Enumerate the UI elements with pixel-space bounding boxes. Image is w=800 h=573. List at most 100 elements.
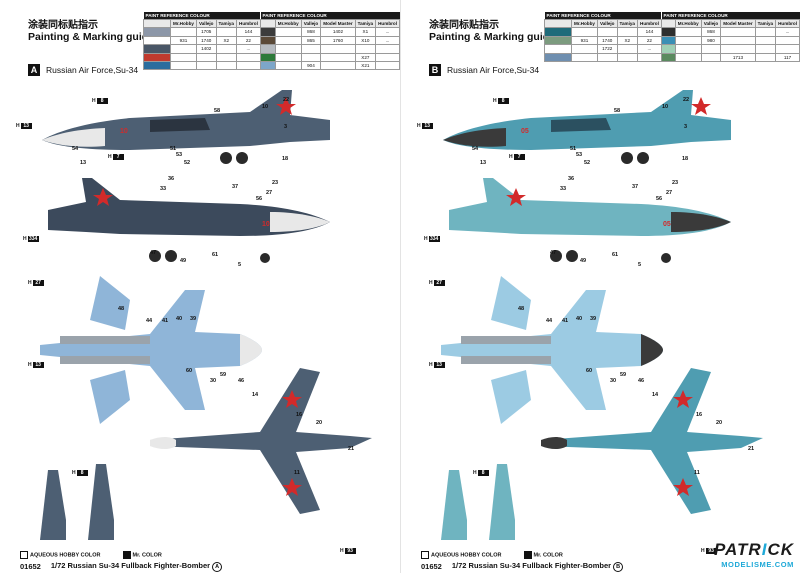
- paint-reference-table: PAINT REFERENCE COLOUR Mr.Hobby Vallejo …: [143, 12, 261, 71]
- underside-view: [441, 276, 663, 424]
- color-swatch: [662, 45, 675, 53]
- page-title-en: Painting & Marking guide: [28, 31, 155, 43]
- part-number: 5: [238, 262, 242, 268]
- variant-letter: B: [429, 64, 441, 76]
- part-number: 47: [150, 250, 157, 256]
- paint-table-title: PAINT REFERENCE COLOUR: [661, 12, 800, 20]
- part-number: 40: [576, 316, 583, 322]
- table-row: 980: [661, 35, 800, 46]
- guide-page-a: 涂装同标贴指示 Painting & Marking guide PAINT R…: [16, 12, 400, 572]
- part-number: 49: [180, 258, 187, 264]
- kit-code: 01652: [20, 562, 41, 571]
- table-row: X27: [260, 52, 400, 63]
- col-header: Vallejo: [195, 18, 217, 29]
- color-swatch: [545, 28, 571, 36]
- kit-title: 1/72 Russian Su-34 Fullback Fighter-Bomb…: [51, 561, 223, 572]
- side-profile-upper: 10: [42, 90, 330, 164]
- part-number: 54: [472, 146, 479, 152]
- part-number: 51: [170, 146, 177, 152]
- part-number: 20: [716, 420, 723, 426]
- part-number: 52: [584, 160, 591, 166]
- color-swatch: [261, 28, 275, 36]
- watermark-url: MODELISME.COM: [721, 560, 794, 569]
- legend-aqueous: AQUEOUS HOBBY COLOR: [421, 551, 502, 559]
- part-number: 46: [638, 378, 645, 384]
- side-profile-lower: 05: [449, 178, 731, 263]
- part-number: 21: [748, 446, 755, 452]
- part-number: 13: [80, 160, 87, 166]
- part-number: 60: [186, 368, 193, 374]
- part-number: 23: [672, 180, 679, 186]
- footer: 01652 1/72 Russian Su-34 Fullback Fighte…: [421, 561, 624, 572]
- table-row: [544, 52, 662, 63]
- variant-heading: A Russian Air Force,Su-34: [28, 64, 138, 76]
- part-number: 13: [480, 160, 487, 166]
- part-number: 41: [562, 318, 569, 324]
- part-number: 11: [294, 470, 300, 476]
- aircraft-profiles: 05 05: [441, 90, 763, 540]
- part-number: 61: [212, 252, 219, 258]
- part-number: 53: [576, 152, 583, 158]
- color-swatch: [261, 53, 275, 61]
- part-number: 36: [168, 176, 175, 182]
- kit-title: 1/72 Russian Su-34 Fullback Fighter-Bomb…: [452, 561, 624, 572]
- paint-table-title: PAINT REFERENCE COLOUR: [544, 12, 662, 20]
- part-number: 56: [256, 196, 263, 202]
- part-number: 33: [560, 186, 567, 192]
- part-number: 27: [666, 190, 673, 196]
- side-profile-upper: 05: [443, 90, 731, 164]
- part-number: 59: [220, 372, 227, 378]
- part-number: 30: [210, 378, 217, 384]
- part-number: 16: [296, 412, 303, 418]
- kit-code: 01652: [421, 562, 442, 571]
- part-number: 10: [262, 104, 269, 110]
- part-number: 16: [696, 412, 703, 418]
- part-number: 48: [518, 306, 525, 312]
- color-swatch: [144, 28, 170, 36]
- page-title-en: Painting & Marking guide: [429, 31, 556, 43]
- part-number: 18: [282, 156, 289, 162]
- table-row: [143, 60, 261, 71]
- legend-mr-color: Mr. COLOR: [523, 551, 563, 559]
- footer: 01652 1/72 Russian Su-34 Fullback Fighte…: [20, 561, 223, 572]
- page-title-cn: 涂装同标贴指示: [429, 20, 499, 31]
- color-swatch: [144, 45, 170, 53]
- svg-text:05: 05: [663, 221, 671, 228]
- part-number: 53: [176, 152, 183, 158]
- top-view: [150, 368, 372, 514]
- part-number: 40: [176, 316, 183, 322]
- part-number: 37: [632, 184, 639, 190]
- part-number: 48: [118, 306, 125, 312]
- svg-text:10: 10: [262, 221, 270, 228]
- color-swatch: [545, 45, 571, 53]
- col-header: Mr.Hobby: [170, 18, 197, 29]
- part-number: 58: [214, 108, 221, 114]
- variant-heading: B Russian Air Force,Su-34: [429, 64, 539, 76]
- color-swatch: [662, 36, 675, 45]
- part-number: 14: [252, 392, 259, 398]
- part-number: 47: [550, 250, 557, 256]
- part-number: 37: [232, 184, 239, 190]
- part-number: 11: [694, 470, 700, 476]
- variant-label: Russian Air Force,Su-34: [447, 65, 540, 75]
- part-number: 27: [266, 190, 273, 196]
- part-number: 51: [570, 146, 577, 152]
- part-number: 44: [546, 318, 553, 324]
- top-view: [541, 368, 763, 514]
- table-row: [143, 52, 261, 63]
- table-row: 1402...: [143, 44, 261, 54]
- part-number: 3: [284, 124, 288, 130]
